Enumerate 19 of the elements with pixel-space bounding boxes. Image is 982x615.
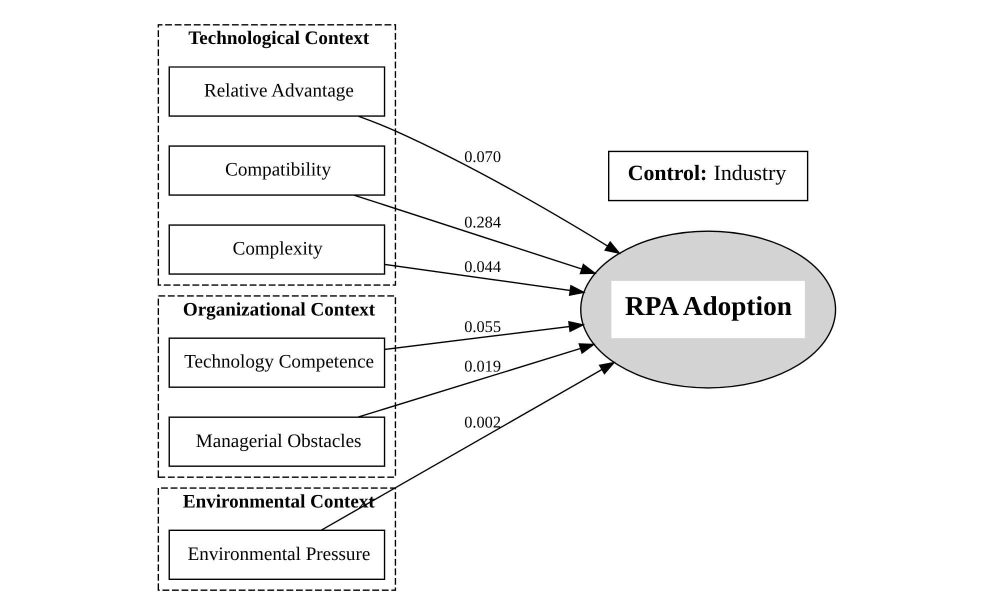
edge-label: 0.019 [464, 356, 501, 376]
arrow [320, 362, 616, 531]
arrow [357, 343, 596, 418]
node-box: Environmental Pressure [168, 530, 385, 580]
arrow [384, 264, 586, 296]
node-box: Complexity [168, 224, 385, 275]
edge-label: 0.002 [464, 412, 501, 432]
arrow [384, 320, 585, 350]
edge-label: 0.044 [464, 257, 501, 276]
edge-label: 0.070 [464, 146, 501, 166]
arrow [358, 116, 621, 254]
edge-label: 0.284 [464, 212, 501, 232]
node-box: Relative Advantage [168, 66, 385, 117]
node-box: Compatibility [168, 145, 385, 196]
edge-label: 0.055 [464, 317, 501, 336]
node-box: Managerial Obstacles [168, 416, 385, 467]
node-box: Control: Industry [608, 150, 808, 202]
node-box: Technology Competence [168, 337, 385, 388]
arrow [353, 194, 596, 274]
